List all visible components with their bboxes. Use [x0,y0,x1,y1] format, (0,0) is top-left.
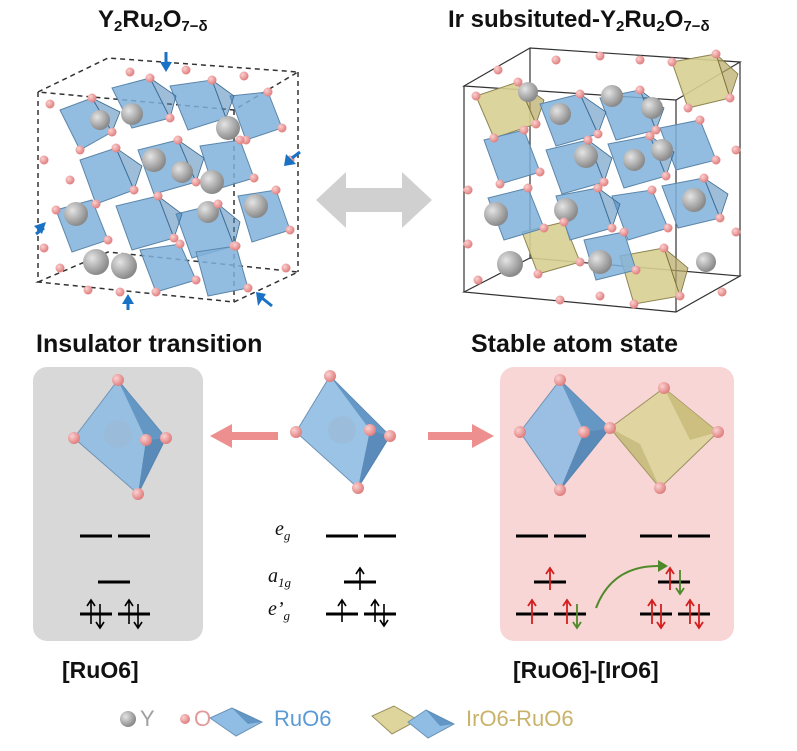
ruo6-iro6-octahedra [514,374,724,496]
title-sub: 7−δ [181,18,208,35]
title-o: O [664,6,684,33]
ruo6-octahedron-icon [208,707,264,737]
legend-iro6-ruo6-label: IrO6-RuO6 [466,706,574,731]
eprime-g-orbital-label: e’g [268,598,290,624]
ruo6-levels-left [80,534,150,616]
insulator-transition-heading: Insulator transition [36,330,263,358]
ruo6-octahedron-left [68,374,172,500]
title-sub: 2 [154,18,163,35]
right-structure-title: Ir subsituted-Y2Ru2O7−δ [448,6,710,35]
orbital-subscript: g [283,528,291,543]
orbital-subscript: g [283,608,291,623]
o-atom-icon [180,714,190,724]
title-y: Y [98,6,115,33]
ruo6-octahedron-center [290,370,396,494]
title-ru: Ru [624,6,657,33]
legend-ruo6-label: RuO6 [274,706,332,731]
orbital-symbol: e [275,518,284,540]
title-sub: 2 [616,18,625,35]
ruo6-iro6-label: [RuO6]-[IrO6] [513,657,659,683]
title-sub: 2 [114,18,123,35]
y-atom-icon [120,711,136,727]
stable-atom-state-heading: Stable atom state [471,330,679,358]
a1g-orbital-label: a1g [268,565,291,591]
legend-y-label: Y [140,706,155,731]
orbital-symbol: a [268,565,278,587]
iro6-ruo6-pair-icon [371,705,456,739]
ruo6-label: [RuO6] [62,657,139,683]
left-structure-title: Y2Ru2O7−δ [98,6,208,35]
title-sub: 2 [656,18,665,35]
eg-orbital-label: eg [275,518,290,544]
orbital-symbol: e’ [268,598,284,620]
title-ru: Ru [122,6,155,33]
title-o: O [162,6,182,33]
legend-o-label: O [194,706,212,731]
title-prefix: Ir subsituted-Y [448,6,617,33]
title-sub: 7−δ [683,18,710,35]
ruo6-levels-center [326,534,396,616]
orbital-subscript: 1g [278,575,291,590]
